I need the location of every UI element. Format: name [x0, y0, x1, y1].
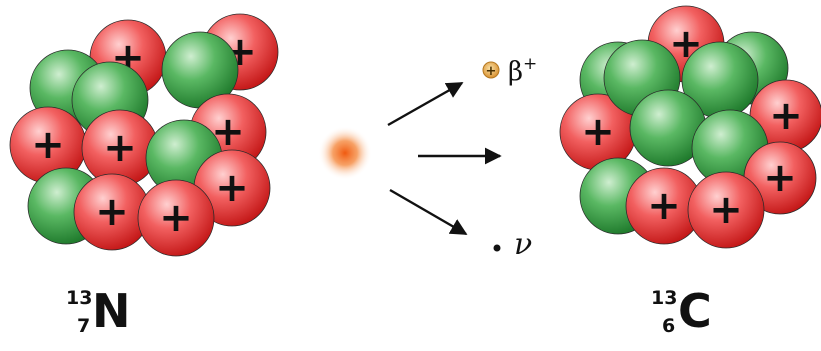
nitrogen-proton-sign-8: + [103, 125, 137, 171]
nitrogen-proton-sign-12: + [159, 195, 193, 241]
carbon-proton-sign-12: + [709, 187, 743, 233]
positron-particle: + [482, 61, 500, 79]
carbon-proton-sign-11: + [647, 183, 681, 229]
carbon-symbol: C [678, 284, 712, 338]
nitrogen-proton-sign-11: + [95, 189, 129, 235]
arrow-neutrino [389, 188, 468, 236]
nitrogen-proton-sign-10: + [215, 165, 249, 211]
positron-label: β+ [508, 54, 537, 87]
carbon-atomic-number: 6 [662, 315, 676, 337]
nitrogen-proton-12 [137, 179, 215, 257]
nitrogen-proton-sign-5: + [31, 122, 65, 168]
nitrogen-mass-number: 13 [66, 287, 93, 309]
carbon-mass-number: 13 [651, 287, 678, 309]
carbon-proton-sign-10: + [763, 155, 797, 201]
carbon-proton-sign-4: + [581, 109, 615, 155]
neutrino-label: ν [514, 227, 532, 262]
carbon-proton-12 [687, 171, 765, 249]
positron-sign: + [486, 64, 497, 79]
neutrino-dot [493, 244, 501, 252]
carbon-proton-sign-3: + [769, 93, 803, 139]
carbon-13-nucleus: ++++++ [559, 5, 821, 249]
nitrogen-13-nucleus: ++++++++ [9, 13, 279, 257]
nitrogen-symbol: N [92, 284, 131, 338]
arrow-positron [387, 81, 464, 127]
nitrogen-atomic-number: 7 [77, 315, 91, 337]
emission-glow [318, 126, 372, 180]
